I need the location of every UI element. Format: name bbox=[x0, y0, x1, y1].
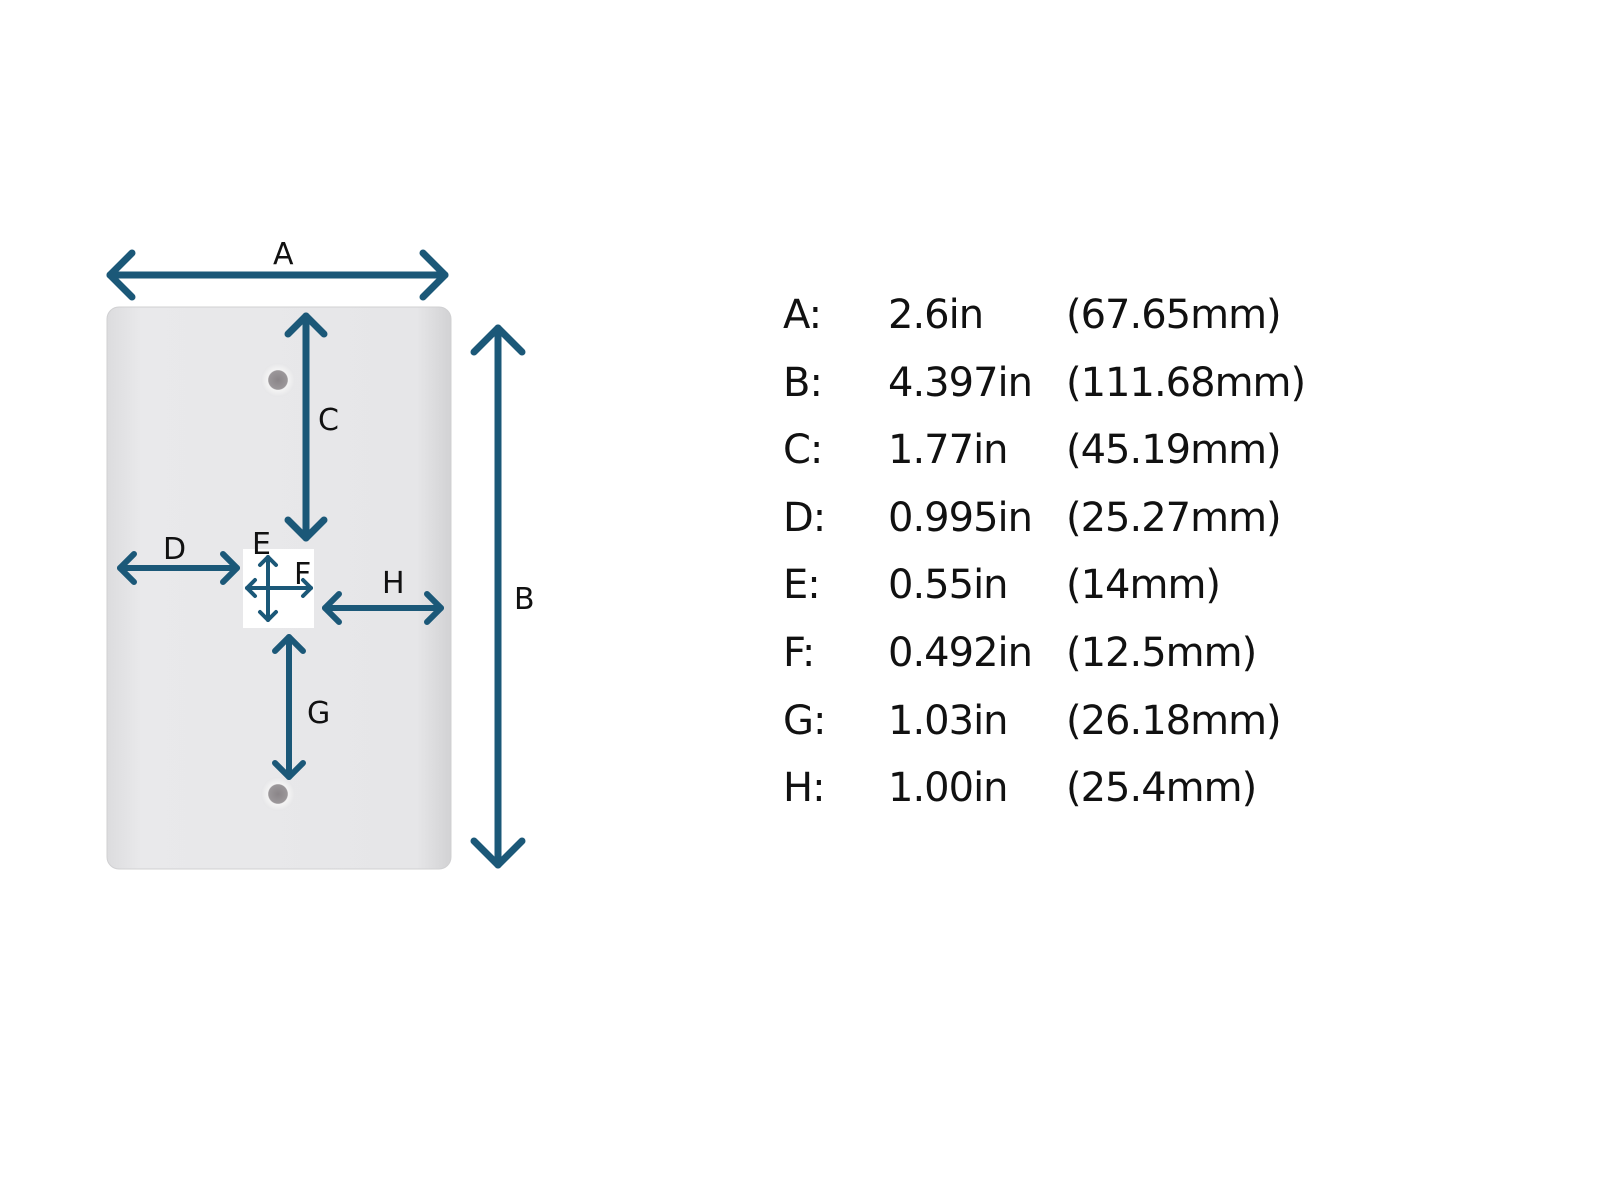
dimension-key: F: bbox=[783, 630, 815, 676]
label-d: D bbox=[163, 532, 186, 567]
label-h: H bbox=[382, 566, 405, 601]
dimension-key: E: bbox=[783, 562, 821, 609]
dimension-inches: 1.00in bbox=[888, 765, 1009, 812]
dimension-inches: 4.397in bbox=[888, 359, 1033, 406]
dimension-inches: 0.492in bbox=[888, 630, 1033, 676]
dimension-mm: (111.68mm) bbox=[1066, 359, 1306, 406]
label-f: F bbox=[294, 557, 311, 592]
dimension-arrow-d bbox=[117, 551, 240, 585]
dimension-key: D: bbox=[783, 494, 826, 541]
label-a: A bbox=[273, 237, 294, 272]
dimension-mm: (26.18mm) bbox=[1066, 697, 1282, 744]
dimension-inches: 0.55in bbox=[888, 562, 1009, 609]
dimension-mm: (14mm) bbox=[1066, 562, 1221, 609]
label-c: C bbox=[318, 403, 339, 438]
dimension-arrow-g bbox=[272, 634, 306, 780]
dimension-key: G: bbox=[783, 697, 826, 744]
dimension-arrow-h bbox=[322, 591, 444, 625]
dimension-mm: (12.5mm) bbox=[1066, 630, 1257, 676]
dimension-key: H: bbox=[783, 765, 826, 812]
dimension-arrow-f bbox=[245, 578, 313, 598]
dimension-key: B: bbox=[783, 359, 823, 406]
dimension-arrow-c bbox=[284, 312, 328, 542]
dimension-arrow-b bbox=[470, 324, 526, 869]
dimension-inches: 0.995in bbox=[888, 494, 1033, 541]
label-b: B bbox=[514, 582, 535, 617]
label-g: G bbox=[307, 696, 330, 731]
dimension-mm: (67.65mm) bbox=[1066, 292, 1282, 338]
label-e: E bbox=[252, 527, 271, 562]
dimension-key: C: bbox=[783, 427, 823, 474]
bottom-screw-hole bbox=[261, 777, 295, 811]
dimension-mm: (25.27mm) bbox=[1066, 494, 1282, 541]
top-screw-hole bbox=[261, 363, 295, 397]
dimension-inches: 1.77in bbox=[888, 427, 1009, 474]
dimension-mm: (45.19mm) bbox=[1066, 427, 1282, 474]
dimension-arrow-a bbox=[106, 249, 449, 301]
dimension-mm: (25.4mm) bbox=[1066, 765, 1257, 812]
dimension-inches: 1.03in bbox=[888, 697, 1009, 744]
dimension-inches: 2.6in bbox=[888, 292, 984, 338]
dimension-key: A: bbox=[783, 292, 822, 338]
